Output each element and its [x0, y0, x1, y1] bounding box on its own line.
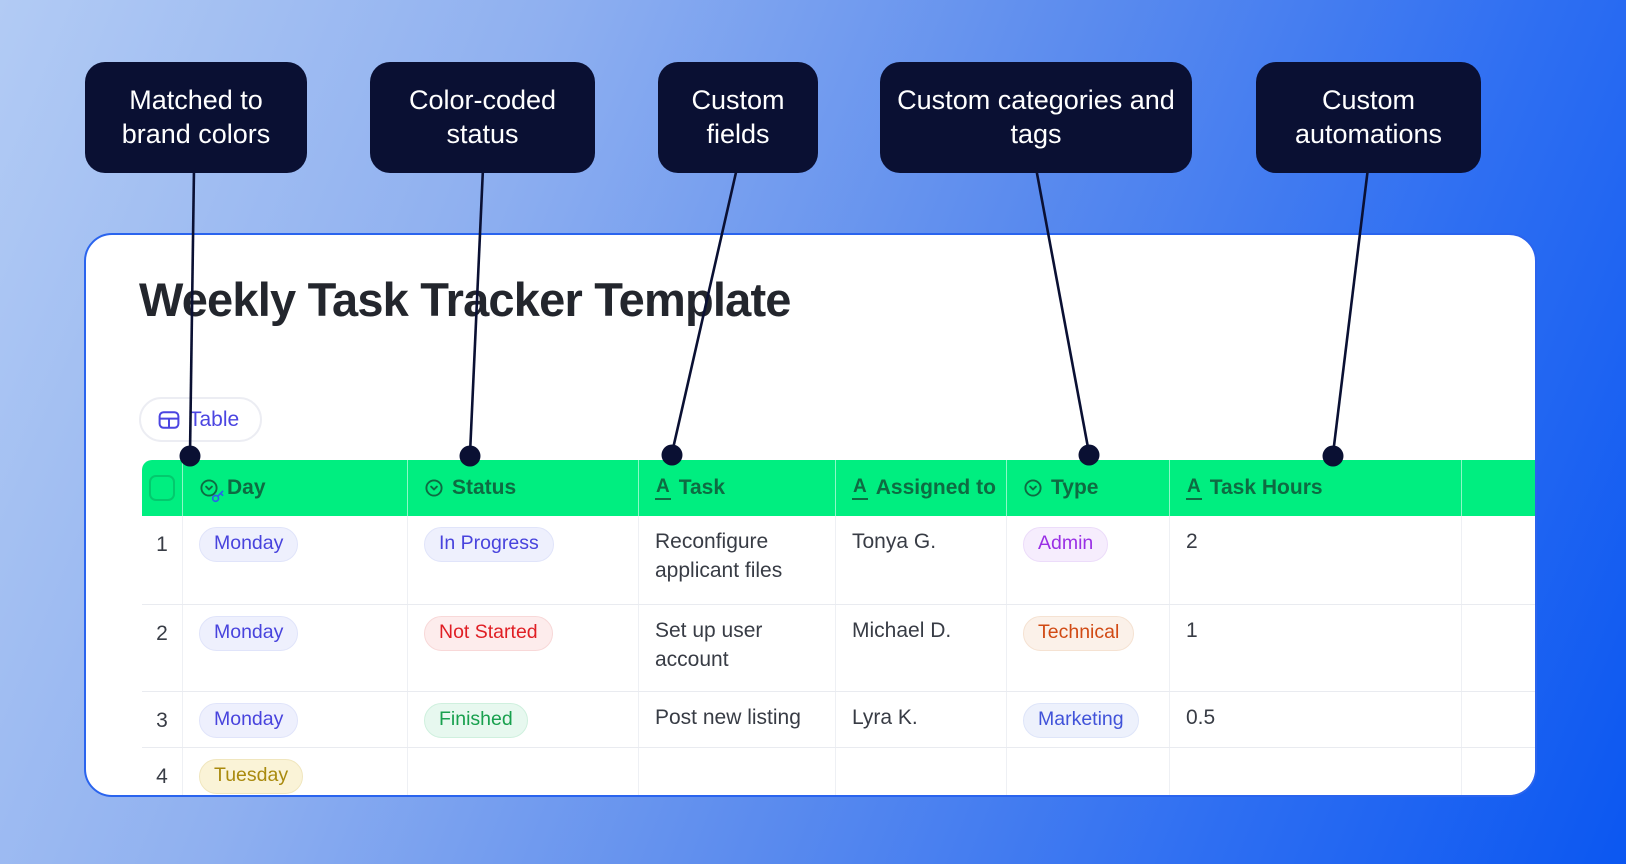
callout-custom-fields: Custom fields: [658, 62, 818, 173]
cell-extra: [1462, 748, 1535, 795]
status-pill[interactable]: Not Started: [424, 616, 553, 651]
header-task-hours[interactable]: A Task Hours: [1170, 460, 1462, 516]
cell-task[interactable]: Post new listing: [639, 692, 836, 747]
text-field-icon: A: [852, 477, 868, 500]
cell-extra: [1462, 692, 1535, 747]
cell-task-hours[interactable]: 2: [1170, 516, 1462, 604]
cell-type[interactable]: [1007, 748, 1170, 795]
callout-matched-to-brand-colors: Matched to brand colors: [85, 62, 307, 173]
column-label-status: Status: [452, 476, 517, 499]
callout-color-coded-status: Color-coded status: [370, 62, 595, 173]
primary-key-icon: [211, 489, 225, 503]
task-table: Day Status A Task A: [142, 460, 1535, 795]
table-view-button[interactable]: Table: [139, 397, 263, 442]
text-field-icon: A: [1186, 477, 1202, 500]
cell-assigned-to[interactable]: Michael D.: [836, 605, 1007, 691]
row-number: 2: [142, 605, 183, 691]
cell-type[interactable]: Admin: [1007, 516, 1170, 604]
day-pill[interactable]: Monday: [199, 527, 299, 562]
header-assigned-to[interactable]: A Assigned to: [836, 460, 1007, 516]
template-card: Weekly Task Tracker Template Table: [84, 233, 1537, 797]
cell-type[interactable]: Technical: [1007, 605, 1170, 691]
cell-status[interactable]: In Progress: [408, 516, 639, 604]
cell-day[interactable]: Monday: [183, 692, 408, 747]
day-pill[interactable]: Monday: [199, 616, 299, 651]
page-title: Weekly Task Tracker Template: [139, 273, 791, 326]
row-number: 4: [142, 748, 183, 795]
table-row: 4 Tuesday: [142, 748, 1535, 795]
callout-label: Color-coded status: [408, 85, 557, 149]
column-label-task: Task: [678, 476, 726, 499]
header-day[interactable]: Day: [183, 460, 408, 516]
cell-task[interactable]: Set up user account: [639, 605, 836, 691]
table-row: 3 Monday Finished Post new listing Lyra …: [142, 692, 1535, 748]
day-pill[interactable]: Monday: [199, 703, 299, 738]
callout-label: Matched to brand colors: [121, 85, 271, 149]
table-view-label: Table: [189, 407, 240, 431]
cell-task-hours[interactable]: [1170, 748, 1462, 795]
table-row: 1 Monday In Progress Reconfigure applica…: [142, 516, 1535, 605]
single-select-icon: [424, 478, 444, 498]
cell-day[interactable]: Monday: [183, 605, 408, 691]
cell-type[interactable]: Marketing: [1007, 692, 1170, 747]
callout-label: Custom categories and tags: [897, 85, 1175, 149]
status-pill[interactable]: Finished: [424, 703, 528, 738]
table-header-row: Day Status A Task A: [142, 460, 1535, 516]
day-pill[interactable]: Tuesday: [199, 759, 304, 794]
callout-label: Custom fields: [691, 85, 785, 149]
header-type[interactable]: Type: [1007, 460, 1170, 516]
type-pill[interactable]: Admin: [1023, 527, 1109, 562]
cell-assigned-to[interactable]: Tonya G.: [836, 516, 1007, 604]
cell-task-hours[interactable]: 1: [1170, 605, 1462, 691]
header-status[interactable]: Status: [408, 460, 639, 516]
cell-status[interactable]: Finished: [408, 692, 639, 747]
cell-status[interactable]: Not Started: [408, 605, 639, 691]
table-grid-icon: [158, 409, 180, 431]
text-field-icon: A: [655, 477, 671, 500]
cell-task[interactable]: [639, 748, 836, 795]
cell-day[interactable]: Tuesday: [183, 748, 408, 795]
callout-custom-automations: Custom automations: [1256, 62, 1481, 173]
row-number: 3: [142, 692, 183, 747]
cell-day[interactable]: Monday: [183, 516, 408, 604]
cell-extra: [1462, 605, 1535, 691]
type-pill[interactable]: Technical: [1023, 616, 1135, 651]
cell-assigned-to[interactable]: Lyra K.: [836, 692, 1007, 747]
cell-extra: [1462, 516, 1535, 604]
single-select-with-key-icon: [199, 478, 224, 503]
callout-custom-categories-and-tags: Custom categories and tags: [880, 62, 1192, 173]
row-number: 1: [142, 516, 183, 604]
column-label-assigned-to: Assigned to: [875, 476, 996, 499]
column-label-type: Type: [1051, 476, 1099, 499]
column-label-task-hours: Task Hours: [1209, 476, 1323, 499]
table-row: 2 Monday Not Started Set up user account…: [142, 605, 1535, 692]
header-extra-cell: [1462, 460, 1535, 516]
header-task[interactable]: A Task: [639, 460, 836, 516]
cell-task-hours[interactable]: 0.5: [1170, 692, 1462, 747]
status-pill[interactable]: In Progress: [424, 527, 554, 562]
column-label-day: Day: [227, 476, 266, 499]
select-all-checkbox[interactable]: [149, 475, 175, 501]
cell-task[interactable]: Reconfigure applicant files: [639, 516, 836, 604]
cell-assigned-to[interactable]: [836, 748, 1007, 795]
header-select-all-cell: [142, 460, 183, 516]
cell-status[interactable]: [408, 748, 639, 795]
callout-label: Custom automations: [1294, 85, 1443, 149]
type-pill[interactable]: Marketing: [1023, 703, 1139, 738]
single-select-icon: [1023, 478, 1043, 498]
